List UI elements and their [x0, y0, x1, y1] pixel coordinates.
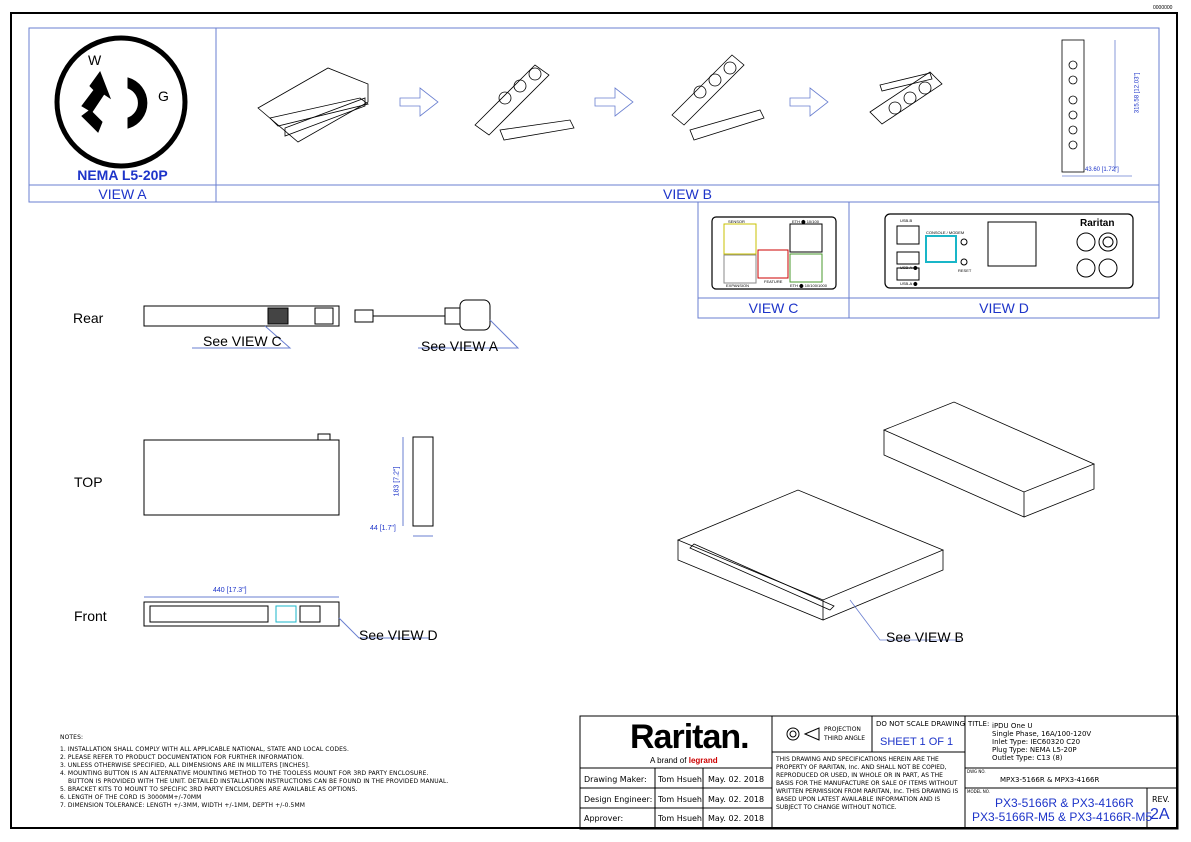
title-line: iPDU One U [992, 722, 1033, 730]
name-2: Tom Hsueh [658, 814, 703, 823]
view-b-dim-height: 315.58 [12.03"] [1134, 72, 1141, 114]
top-view [143, 433, 434, 537]
view-b-sketches [257, 39, 1132, 177]
view-b-label: VIEW B [662, 186, 712, 202]
note-item: 7. DIMENSION TOLERANCE: LENGTH +/-3MM, W… [60, 802, 305, 809]
title-label: TITLE: [968, 720, 990, 728]
console-label: CONSOLE / MODEM [926, 230, 965, 235]
pin-w-label: W [88, 52, 102, 68]
port-expansion-label: EXPANSION [726, 283, 750, 288]
view-c-label: VIEW C [748, 300, 799, 316]
dim-top-height: 183 [7.2"] [393, 466, 401, 497]
role-2: Approver: [584, 814, 624, 823]
model-label: MODEL NO. [967, 789, 990, 794]
view-d-label: VIEW D [979, 300, 1029, 316]
note-item: 2. PLEASE REFER TO PRODUCT DOCUMENTATION… [60, 754, 304, 761]
isometric-views [676, 401, 1096, 641]
front-label: Front [74, 608, 107, 624]
model-line1: PX3-5166R & PX3-4166R [995, 796, 1134, 810]
port-eth2-label: ETH ⬤ 10/100/1000 [790, 283, 827, 288]
plug-name: NEMA L5-20P [77, 167, 168, 183]
role-0: Drawing Maker: [584, 775, 647, 784]
view-c-panel [711, 216, 837, 290]
see-view-b: See VIEW B [886, 629, 964, 645]
view-a-label: VIEW A [98, 186, 147, 202]
role-1: Design Engineer: [584, 795, 653, 804]
top-label: TOP [74, 474, 103, 490]
front-view [143, 596, 429, 639]
rev-label: REV. [1152, 795, 1170, 804]
view-d-brand: Raritan [1080, 218, 1115, 229]
projection-line2: THIRD ANGLE [824, 735, 866, 742]
port-eth1-label: ETH ⬤ 10/100 [792, 219, 819, 224]
port-sensor-label: SENSOR [728, 219, 745, 224]
projection-line1: PROJECTION [824, 726, 861, 733]
model-line2: PX3-5166R-M5 & PX3-4166R-M5 [972, 810, 1153, 824]
usb-a2-label: USB-A ⬤ [900, 281, 918, 286]
name-0: Tom Hsueh [658, 775, 703, 784]
title-lines: iPDU One U Single Phase, 16A/100-120V In… [992, 722, 1091, 762]
reset-label: RESET [958, 268, 972, 273]
title-line: Single Phase, 16A/100-120V [992, 730, 1092, 738]
disclaimer: THIS DRAWING AND SPECIFICATIONS HEREIN A… [776, 756, 959, 811]
port-feature-label: FEATURE [764, 279, 783, 284]
logo-subtext: A brand of legrand [650, 756, 718, 765]
note-item: BUTTON IS PROVIDED WITH THE UNIT. DETAIL… [60, 778, 449, 785]
note-item: 6. LENGTH OF THE CORD IS 3000MM+/-70MM [60, 794, 202, 801]
sheet-number: SHEET 1 OF 1 [880, 736, 954, 748]
title-line: Outlet Type: C13 (8) [992, 754, 1063, 762]
note-item: 3. UNLESS OTHERWISE SPECIFIED, ALL DIMEN… [60, 762, 310, 769]
dim-top-depth: 44 [1.7"] [370, 525, 396, 532]
view-ab-frame [28, 27, 1160, 203]
note-item: 1. INSTALLATION SHALL COMPLY WITH ALL AP… [60, 746, 349, 753]
note-item: 5. BRACKET KITS TO MOUNT TO SPECIFIC 3RD… [60, 786, 358, 793]
date-1: May. 02. 2018 [708, 795, 765, 804]
view-d-panel [884, 213, 1134, 289]
title-line: Plug Type: NEMA L5-20P [992, 746, 1077, 754]
pin-g-label: G [158, 88, 169, 104]
rear-view [143, 299, 520, 349]
see-view-c: See VIEW C [203, 333, 282, 349]
dwg-label: DWG NO. [967, 769, 986, 774]
usb-b-label: USB-B [900, 218, 913, 223]
title-line: Inlet Type: IEC60320 C20 [992, 738, 1081, 746]
note-item: 4. MOUNTING BUTTON IS AN ALTERNATIVE MOU… [60, 770, 429, 777]
drawing-frame [10, 12, 1178, 829]
date-2: May. 02. 2018 [708, 814, 765, 823]
rev-value: 2A [1150, 806, 1170, 823]
nema-plug-face [54, 35, 188, 169]
do-not-scale: DO NOT SCALE DRAWING [876, 720, 966, 728]
title-block-grid [579, 715, 1179, 830]
date-0: May. 02. 2018 [708, 775, 765, 784]
notes-title: NOTES: [60, 734, 84, 741]
drawing-code: 0000000 [1153, 5, 1173, 11]
see-view-a: See VIEW A [421, 338, 499, 354]
name-1: Tom Hsueh [658, 795, 703, 804]
raritan-logo: Raritan. [630, 718, 750, 756]
see-view-d: See VIEW D [359, 627, 438, 643]
dim-front-width: 440 [17.3"] [213, 587, 247, 594]
rear-label: Rear [73, 310, 104, 326]
dwg-number: MPX3-5166R & MPX3-4166R [1000, 776, 1100, 784]
notes-block: NOTES: 1. INSTALLATION SHALL COMPLY WITH… [60, 734, 448, 810]
usb-a1-label: USB-A ⬤ [900, 265, 918, 270]
view-cd-frame [697, 201, 1160, 319]
view-b-dim-width: 43.60 [1.72"] [1085, 167, 1119, 173]
